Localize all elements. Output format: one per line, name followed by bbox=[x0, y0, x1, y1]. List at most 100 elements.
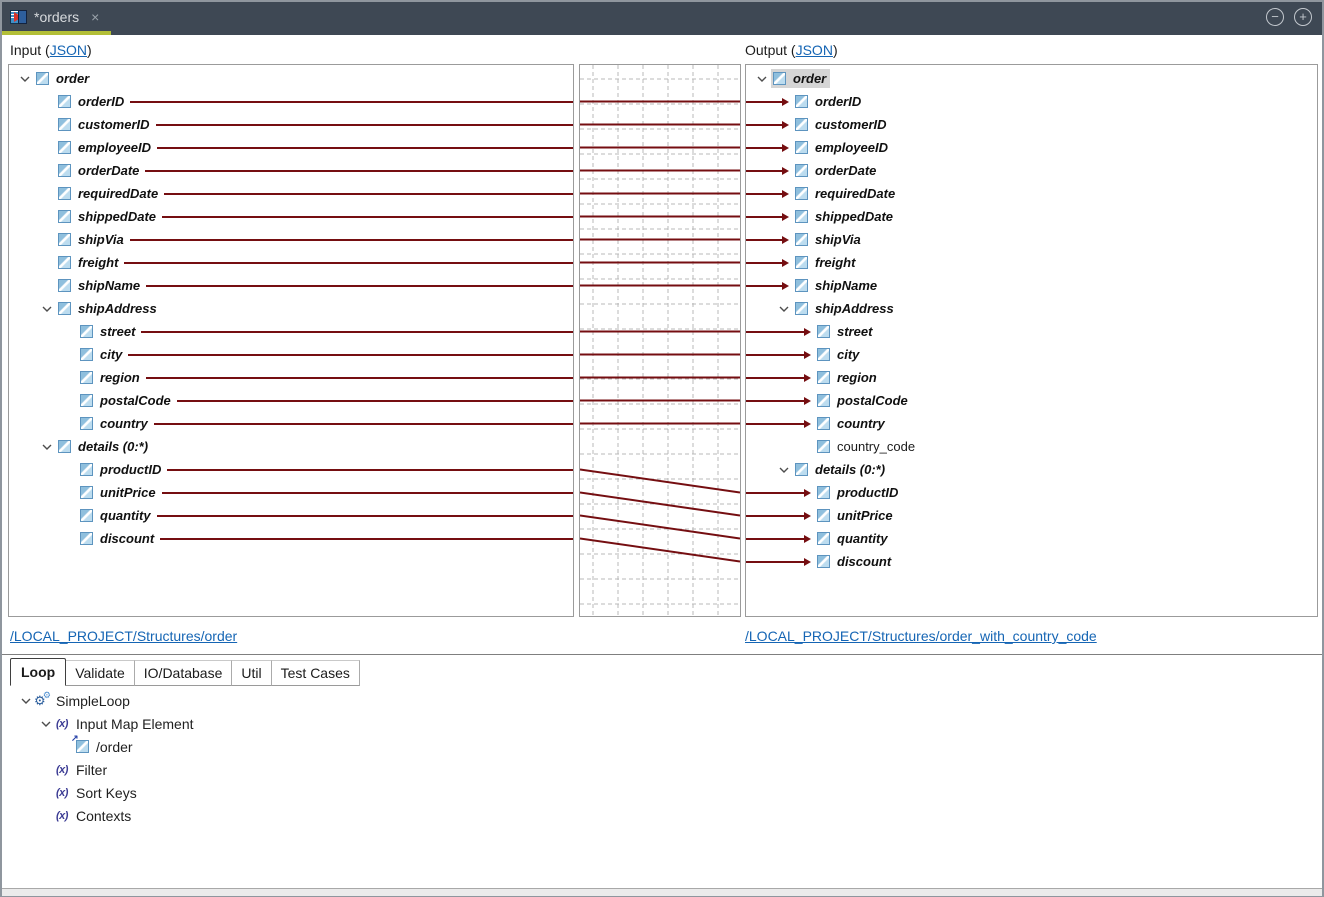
mapping-arrow bbox=[746, 557, 811, 566]
tree-item-shipvia[interactable]: shipVia bbox=[746, 228, 1317, 251]
tree-item-city[interactable]: city bbox=[746, 343, 1317, 366]
tree-item-label: details (0:*) bbox=[78, 439, 149, 454]
mapping-arrow bbox=[746, 166, 789, 175]
tab-loop[interactable]: Loop bbox=[10, 658, 67, 686]
tree-item-label: shippedDate bbox=[815, 209, 894, 224]
tree-item-customerid[interactable]: customerID bbox=[9, 113, 573, 136]
tree-item-orderdate[interactable]: orderDate bbox=[746, 159, 1317, 182]
chevron-down-icon[interactable] bbox=[753, 76, 771, 82]
tree-item-label: requiredDate bbox=[815, 186, 896, 201]
tab-util[interactable]: Util bbox=[232, 660, 272, 686]
node: freight bbox=[793, 253, 859, 272]
tree-item-order[interactable]: order bbox=[9, 67, 573, 90]
node: customerID bbox=[56, 115, 154, 134]
element-icon bbox=[817, 509, 830, 522]
loop-item-order[interactable]: ↗/order bbox=[2, 733, 1322, 758]
tree-item-requireddate[interactable]: requiredDate bbox=[746, 182, 1317, 205]
tree-item-customerid[interactable]: customerID bbox=[746, 113, 1317, 136]
tree-item-shipaddress[interactable]: shipAddress bbox=[9, 297, 573, 320]
tab-close-icon[interactable]: × bbox=[91, 8, 100, 25]
tree-item-street[interactable]: street bbox=[746, 320, 1317, 343]
tree-item-details-0[interactable]: details (0:*) bbox=[9, 435, 573, 458]
mapping-line bbox=[145, 376, 573, 379]
input-panel-header: Input (JSON) bbox=[10, 42, 92, 58]
loop-item-sort-keys[interactable]: (x)Sort Keys bbox=[2, 781, 1322, 804]
loop-item-input-map-element[interactable]: (x)Input Map Element bbox=[2, 712, 1322, 735]
node: shipName bbox=[56, 276, 144, 295]
function-icon: (x) bbox=[56, 717, 68, 730]
tree-item-label: postalCode bbox=[100, 393, 171, 408]
tree-item-shipname[interactable]: shipName bbox=[9, 274, 573, 297]
tree-item-country-code[interactable]: country_code bbox=[746, 435, 1317, 458]
chevron-down-icon[interactable] bbox=[16, 76, 34, 82]
tree-item-postalcode[interactable]: postalCode bbox=[746, 389, 1317, 412]
tree-item-quantity[interactable]: quantity bbox=[746, 527, 1317, 550]
output-structure-link[interactable]: /LOCAL_PROJECT/Structures/order_with_cou… bbox=[745, 628, 1097, 644]
element-icon bbox=[80, 486, 93, 499]
tree-item-details-0[interactable]: details (0:*) bbox=[746, 458, 1317, 481]
tree-item-orderdate[interactable]: orderDate bbox=[9, 159, 573, 182]
tab-io-database[interactable]: IO/Database bbox=[134, 660, 233, 686]
tree-item-freight[interactable]: freight bbox=[9, 251, 573, 274]
tree-item-unitprice[interactable]: unitPrice bbox=[9, 481, 573, 504]
tree-item-unitprice[interactable]: unitPrice bbox=[746, 504, 1317, 527]
tab-validate[interactable]: Validate bbox=[66, 660, 135, 686]
tree-item-country[interactable]: country bbox=[9, 412, 573, 435]
mapping-document-icon bbox=[10, 9, 27, 24]
tree-item-orderid[interactable]: orderID bbox=[746, 90, 1317, 113]
tree-item-freight[interactable]: freight bbox=[746, 251, 1317, 274]
node: street bbox=[815, 322, 876, 341]
tab-test-cases[interactable]: Test Cases bbox=[271, 660, 360, 686]
input-json-link[interactable]: JSON bbox=[49, 42, 88, 58]
tree-item-shipvia[interactable]: shipVia bbox=[9, 228, 573, 251]
tree-item-country[interactable]: country bbox=[746, 412, 1317, 435]
node: employeeID bbox=[793, 138, 892, 157]
tree-item-employeeid[interactable]: employeeID bbox=[9, 136, 573, 159]
tree-item-shippeddate[interactable]: shippedDate bbox=[9, 205, 573, 228]
tree-item-region[interactable]: region bbox=[746, 366, 1317, 389]
tree-item-region[interactable]: region bbox=[9, 366, 573, 389]
tree-item-label: quantity bbox=[100, 508, 151, 523]
tree-item-shipaddress[interactable]: shipAddress bbox=[746, 297, 1317, 320]
chevron-down-icon[interactable] bbox=[775, 467, 793, 473]
tree-item-orderid[interactable]: orderID bbox=[9, 90, 573, 113]
tree-item-productid[interactable]: productID bbox=[746, 481, 1317, 504]
chevron-down-icon[interactable] bbox=[38, 306, 56, 312]
expand-all-icon[interactable]: + bbox=[1294, 8, 1312, 26]
loop-item-label: /order bbox=[96, 738, 133, 755]
tree-item-order[interactable]: order bbox=[746, 67, 1317, 90]
loop-item-label: Sort Keys bbox=[76, 784, 137, 801]
tree-item-shipname[interactable]: shipName bbox=[746, 274, 1317, 297]
output-json-link[interactable]: JSON bbox=[795, 42, 833, 58]
input-structure-link[interactable]: /LOCAL_PROJECT/Structures/order bbox=[10, 628, 238, 644]
tab-orders[interactable]: *orders × bbox=[2, 2, 112, 35]
tree-item-shippeddate[interactable]: shippedDate bbox=[746, 205, 1317, 228]
chevron-down-icon[interactable] bbox=[38, 444, 56, 450]
mapping-arrow bbox=[746, 258, 789, 267]
node: quantity bbox=[78, 506, 155, 525]
element-icon bbox=[817, 486, 830, 499]
tree-item-street[interactable]: street bbox=[9, 320, 573, 343]
tree-item-label: street bbox=[100, 324, 136, 339]
tree-item-requireddate[interactable]: requiredDate bbox=[9, 182, 573, 205]
chevron-down-icon[interactable] bbox=[38, 721, 54, 727]
tree-item-city[interactable]: city bbox=[9, 343, 573, 366]
collapse-all-icon[interactable]: − bbox=[1266, 8, 1284, 26]
tree-item-productid[interactable]: productID bbox=[9, 458, 573, 481]
loop-item-contexts[interactable]: (x)Contexts bbox=[2, 804, 1322, 827]
tree-item-label: freight bbox=[815, 255, 856, 270]
tree-item-discount[interactable]: discount bbox=[9, 527, 573, 550]
tree-item-label: unitPrice bbox=[100, 485, 156, 500]
tree-item-employeeid[interactable]: employeeID bbox=[746, 136, 1317, 159]
chevron-down-icon[interactable] bbox=[18, 698, 34, 704]
tree-item-quantity[interactable]: quantity bbox=[9, 504, 573, 527]
chevron-down-icon[interactable] bbox=[775, 306, 793, 312]
tree-item-postalcode[interactable]: postalCode bbox=[9, 389, 573, 412]
loop-item-simpleloop[interactable]: ⚙⚙SimpleLoop bbox=[2, 689, 1322, 712]
loop-item-filter[interactable]: (x)Filter bbox=[2, 758, 1322, 781]
tree-item-discount[interactable]: discount bbox=[746, 550, 1317, 573]
mapping-arrow bbox=[746, 396, 811, 405]
node: postalCode bbox=[78, 391, 175, 410]
